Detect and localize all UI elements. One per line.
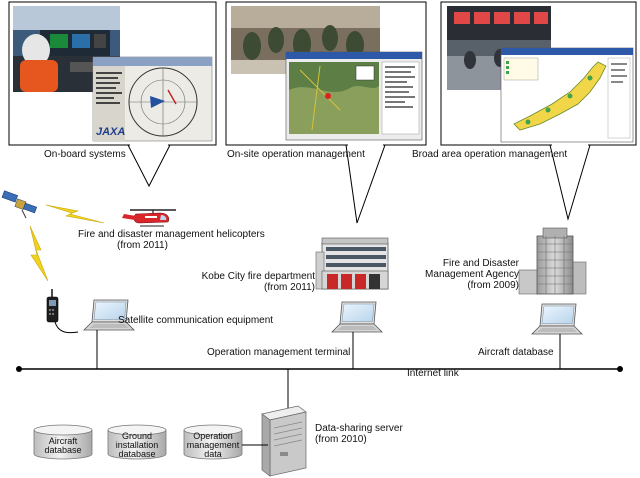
aircraft-database-cylinder-label: Aircraft database	[44, 436, 82, 455]
fire-department-building-icon	[315, 237, 389, 290]
database-icon	[183, 424, 243, 460]
satellite-communication-label: Satellite communication equipment	[118, 315, 274, 326]
internet-link-label: Internet link	[407, 368, 459, 379]
database-cylinders	[33, 424, 243, 460]
jaxa-logo-text: JAXA	[96, 126, 125, 138]
callout-pointers	[127, 144, 591, 224]
laptop-icon	[531, 303, 583, 335]
operation-terminal-label: Operation management terminal	[207, 347, 351, 358]
database-icon	[33, 424, 93, 460]
onsite-operation-label: On-site operation management	[227, 149, 365, 160]
lightning-bolt-icon	[45, 204, 105, 224]
broad-area-operation-label: Broad area operation management	[412, 149, 568, 160]
ground-installation-database-label: Ground installation database	[115, 431, 159, 459]
onsite-panel	[225, 1, 427, 146]
fdma-label-line2: Management Agency	[425, 269, 519, 280]
office-building-icon	[518, 227, 587, 295]
onboard-systems-label: On-board systems	[44, 149, 126, 160]
kobe-fire-label-line1: Kobe City fire department	[201, 271, 315, 282]
satellite-phone-icon	[46, 289, 79, 334]
laptop-icon	[331, 301, 383, 333]
satellite-icon	[1, 190, 38, 219]
internet-link-line	[16, 366, 623, 372]
helicopter-icon	[122, 209, 176, 227]
kobe-fire-label-line2: (from 2011)	[264, 282, 315, 293]
operation-management-data-label: Operation management data	[186, 431, 240, 459]
helicopters-label-line1: Fire and disaster management helicopters	[78, 229, 265, 240]
data-sharing-server-label-line1: Data-sharing server	[315, 423, 403, 434]
lightning-bolt-icon	[29, 225, 49, 282]
database-icon	[107, 424, 167, 460]
helicopters-label-line2: (from 2011)	[117, 240, 168, 251]
jaxa-logo: JAXA	[96, 126, 125, 138]
aircraft-database-label: Aircraft database	[478, 347, 554, 358]
server-icon	[261, 405, 307, 477]
fdma-label-line1: Fire and Disaster	[442, 258, 519, 269]
broad-area-panel	[440, 1, 637, 146]
onboard-panel: JAXA	[8, 1, 217, 146]
fdma-label-line3: (from 2009)	[467, 280, 519, 291]
network-connectors	[96, 330, 561, 410]
data-sharing-server-label-line2: (from 2010)	[315, 434, 367, 445]
